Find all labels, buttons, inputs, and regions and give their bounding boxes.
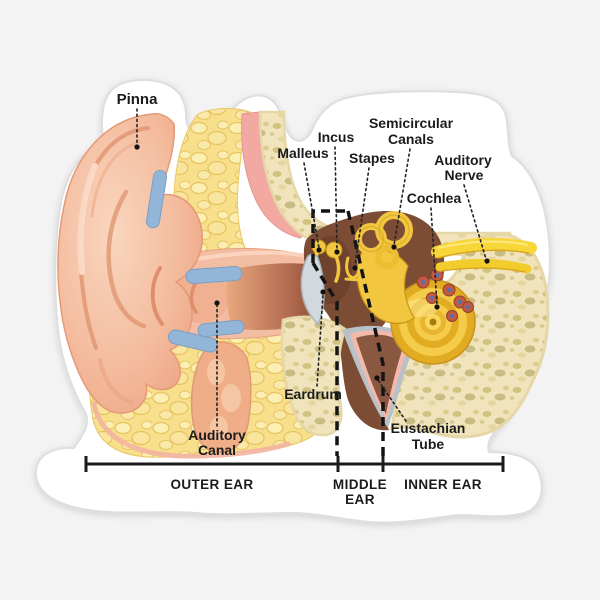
stapes-bone: [344, 256, 362, 282]
label-stapes: Stapes: [349, 150, 395, 166]
scale-label-outer-ear: OUTER EAR: [170, 477, 253, 492]
label-incus: Incus: [318, 129, 355, 145]
scale-label-middle-ear-line2: EAR: [345, 492, 375, 507]
label-auditory-canal-line1: Auditory: [188, 427, 246, 443]
leader-lines: [134, 108, 490, 427]
canal-gland: [190, 341, 252, 453]
label-auditory-nerve-line2: Nerve: [445, 167, 484, 183]
label-cochlea: Cochlea: [407, 190, 462, 206]
label-malleus: Malleus: [277, 145, 329, 161]
cochlea-vessel-dots: [416, 268, 474, 322]
vestibular-labyrinth: [355, 211, 415, 325]
label-semicircular-canals-line2: Canals: [388, 131, 434, 147]
label-pinna: Pinna: [117, 91, 158, 108]
label-semicircular-canals-line1: Semicircular: [369, 115, 454, 131]
label-eardrum: Eardrum: [284, 386, 342, 402]
ear-region-scale-bar: OUTER EAR MIDDLE EAR INNER EAR: [84, 456, 505, 507]
canal-passage: [226, 263, 318, 330]
label-eustachian-tube-line2: Tube: [412, 436, 445, 452]
anatomy-labels: Pinna Malleus Incus Stapes Semicircular …: [117, 91, 492, 458]
fat-bottom-skin-edge: [91, 401, 291, 459]
cartilage-pieces: [145, 169, 245, 353]
scale-label-inner-ear: INNER EAR: [404, 477, 482, 492]
label-auditory-canal-line2: Canal: [198, 442, 236, 458]
label-auditory-nerve-line1: Auditory: [434, 152, 492, 168]
scale-label-middle-ear-line1: MIDDLE: [333, 477, 387, 492]
label-eustachian-tube-line1: Eustachian: [391, 420, 466, 436]
ear-illustration: [57, 107, 550, 459]
semicircular-canal-3: [375, 245, 399, 269]
